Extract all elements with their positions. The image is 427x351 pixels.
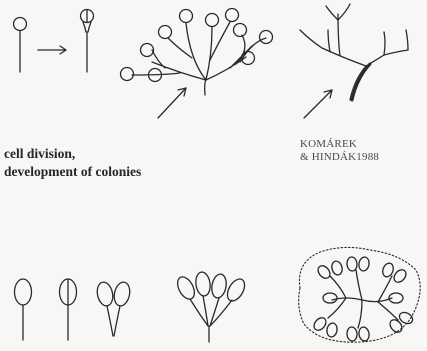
mature-colony-stalks xyxy=(300,4,408,118)
credit-line-2: & HINDÁK1988 xyxy=(300,151,379,164)
credit-line-1: KOMÁREK xyxy=(300,138,379,151)
dividing-stalked-cell xyxy=(81,10,94,73)
mucilaginous-colony xyxy=(299,247,421,342)
caption-line-2: development of colonies xyxy=(4,163,141,181)
four-cell-cluster xyxy=(174,271,248,342)
caption-line-1: cell division, xyxy=(4,145,141,163)
branched-colony xyxy=(121,9,273,119)
source-credit: KOMÁREK & HINDÁK1988 xyxy=(300,138,379,163)
figure-caption: cell division, development of colonies xyxy=(4,145,141,181)
oval-cell-stalked xyxy=(15,279,32,340)
cell-dividing-longitudinally xyxy=(60,279,77,340)
division-arrow xyxy=(38,46,66,54)
single-stalked-cell xyxy=(14,18,27,73)
two-daughter-cells xyxy=(95,281,132,336)
